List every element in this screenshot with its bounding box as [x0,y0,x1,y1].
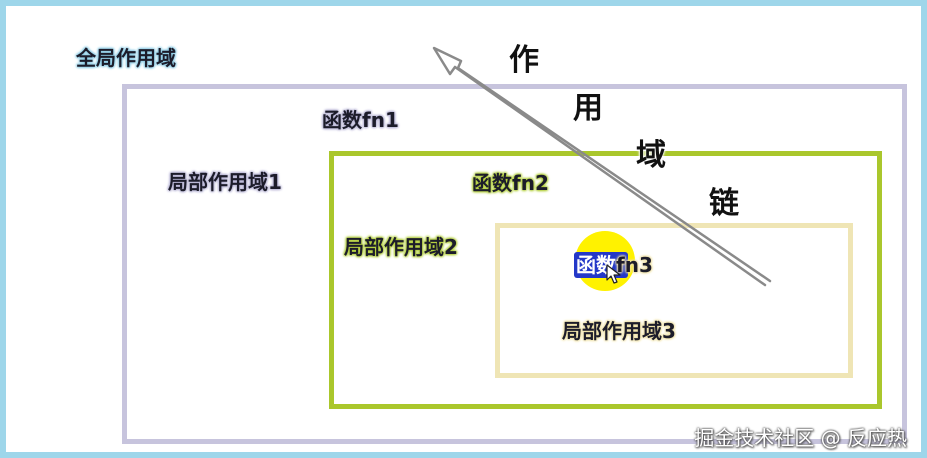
scope-chain-char-1: 作 [509,43,539,78]
arrow-up-left-icon [432,46,772,287]
scope-chain-char-2: 用 [573,91,603,126]
fn3-rest-text: fn3 [616,253,653,277]
function-fn3-label: 函数fn3 [576,255,653,275]
global-scope-label: 全局作用域 [76,46,176,70]
mouse-pointer-icon [606,264,621,284]
fn3-selected-text: 函数 [576,253,616,277]
local-scope-2-label: 局部作用域2 [344,235,458,259]
function-fn1-label: 函数fn1 [322,108,399,132]
local-scope-3-box [495,223,853,378]
watermark: 掘金技术社区 @ 反应热 [694,426,907,450]
scope-chain-char-4: 链 [709,186,739,221]
function-fn2-label: 函数fn2 [472,171,549,195]
local-scope-3-label: 局部作用域3 [562,319,676,343]
local-scope-1-label: 局部作用域1 [168,170,282,194]
local-scope-2-box [329,151,882,409]
local-scope-1-box [122,84,907,444]
scope-chain-char-3: 域 [636,138,666,173]
